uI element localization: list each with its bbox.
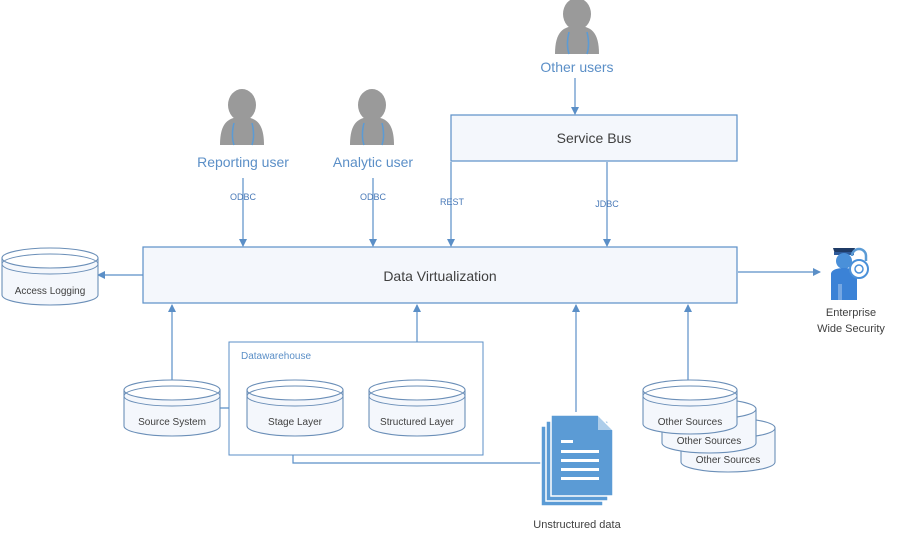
- stage-layer-label: Stage Layer: [268, 417, 323, 428]
- data-virtualization-box: [142, 246, 738, 304]
- other-sources-label-2: Other Sources: [677, 436, 741, 447]
- datawarehouse-label: Datawarehouse: [241, 351, 311, 362]
- user-icon: [554, 0, 600, 55]
- database-cylinder-icon: [123, 379, 221, 437]
- other-users-label: Other users: [540, 59, 613, 75]
- database-cylinder-icon: [1, 247, 99, 306]
- security-label-line2: Wide Security: [817, 323, 885, 335]
- analytic-user-label: Analytic user: [333, 154, 413, 170]
- database-cylinder-icon: [368, 379, 466, 437]
- access-logging-label: Access Logging: [15, 286, 86, 297]
- user-icon: [349, 88, 395, 146]
- edge-label-jdbc: JDBC: [595, 199, 619, 209]
- source-system-label: Source System: [138, 417, 206, 428]
- other-sources-label-3: Other Sources: [696, 455, 760, 466]
- security-label-line1: Enterprise: [826, 307, 876, 319]
- edge-label-odbc-reporting: ODBC: [230, 192, 257, 202]
- unstructured-data-label: Unstructured data: [533, 519, 621, 531]
- service-bus-box: [450, 114, 738, 162]
- user-icon: [219, 88, 265, 146]
- service-bus-label: Service Bus: [557, 130, 632, 146]
- document-stack-icon: [540, 414, 614, 507]
- security-guard-lock-icon: [831, 247, 869, 300]
- edge-label-rest: REST: [440, 197, 465, 207]
- database-cylinder-icon: [246, 379, 344, 437]
- reporting-user-label: Reporting user: [197, 154, 289, 170]
- structured-layer-label: Structured Layer: [380, 417, 455, 428]
- other-sources-label-1: Other Sources: [658, 417, 722, 428]
- edge-label-odbc-analytic: ODBC: [360, 192, 387, 202]
- database-cylinder-icon: [642, 379, 738, 435]
- data-virtualization-label: Data Virtualization: [383, 268, 496, 284]
